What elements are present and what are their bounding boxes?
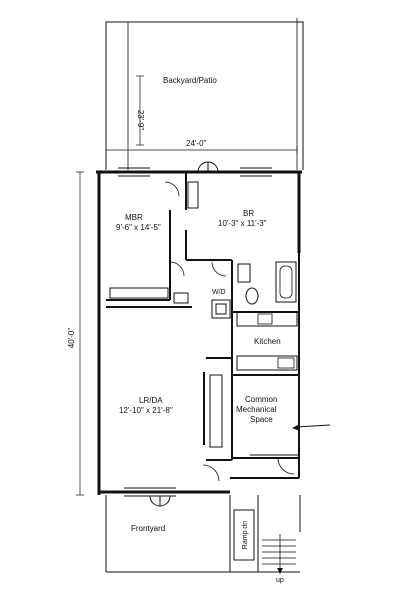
exterior-walls xyxy=(96,170,302,495)
mbr-name-label: MBR xyxy=(125,213,143,222)
interior-walls xyxy=(106,172,299,461)
mbr-size-label: 9'-6" x 14'-5" xyxy=(116,223,161,232)
washer-dryer xyxy=(211,299,231,319)
backyard-label: Backyard/Patio xyxy=(163,76,217,85)
frontyard-area xyxy=(105,495,301,574)
wd-label: W/D xyxy=(212,289,226,296)
closets xyxy=(109,181,223,448)
lrda-name-label: LR/DA xyxy=(139,396,163,405)
up-label: up xyxy=(276,577,284,584)
patio-width-label: 24'-0" xyxy=(186,139,207,148)
patio-depth-label: 23'-9" xyxy=(136,110,145,131)
bathroom-fixtures xyxy=(237,261,297,305)
backyard-area xyxy=(105,18,304,170)
kitchen-counters xyxy=(236,311,298,371)
mech-line1-label: Common xyxy=(245,395,277,404)
unit-depth-dimension xyxy=(76,171,84,496)
kitchen-label: Kitchen xyxy=(254,337,281,346)
mech-line2-label: Mechanical xyxy=(236,405,277,414)
br-name-label: BR xyxy=(243,209,254,218)
patio-door xyxy=(149,161,219,507)
interior-doors xyxy=(164,181,295,482)
mechanical-space xyxy=(250,424,331,456)
br-size-label: 10'-3" x 11'-3" xyxy=(218,219,267,228)
lrda-size-label: 12'-10" x 21'-8" xyxy=(119,406,173,415)
ramp-label: Ramp dn xyxy=(242,521,249,550)
mech-line3-label: Space xyxy=(250,415,273,424)
frontyard-label: Frontyard xyxy=(131,524,165,533)
unit-depth-label: 40'-0" xyxy=(67,328,76,349)
